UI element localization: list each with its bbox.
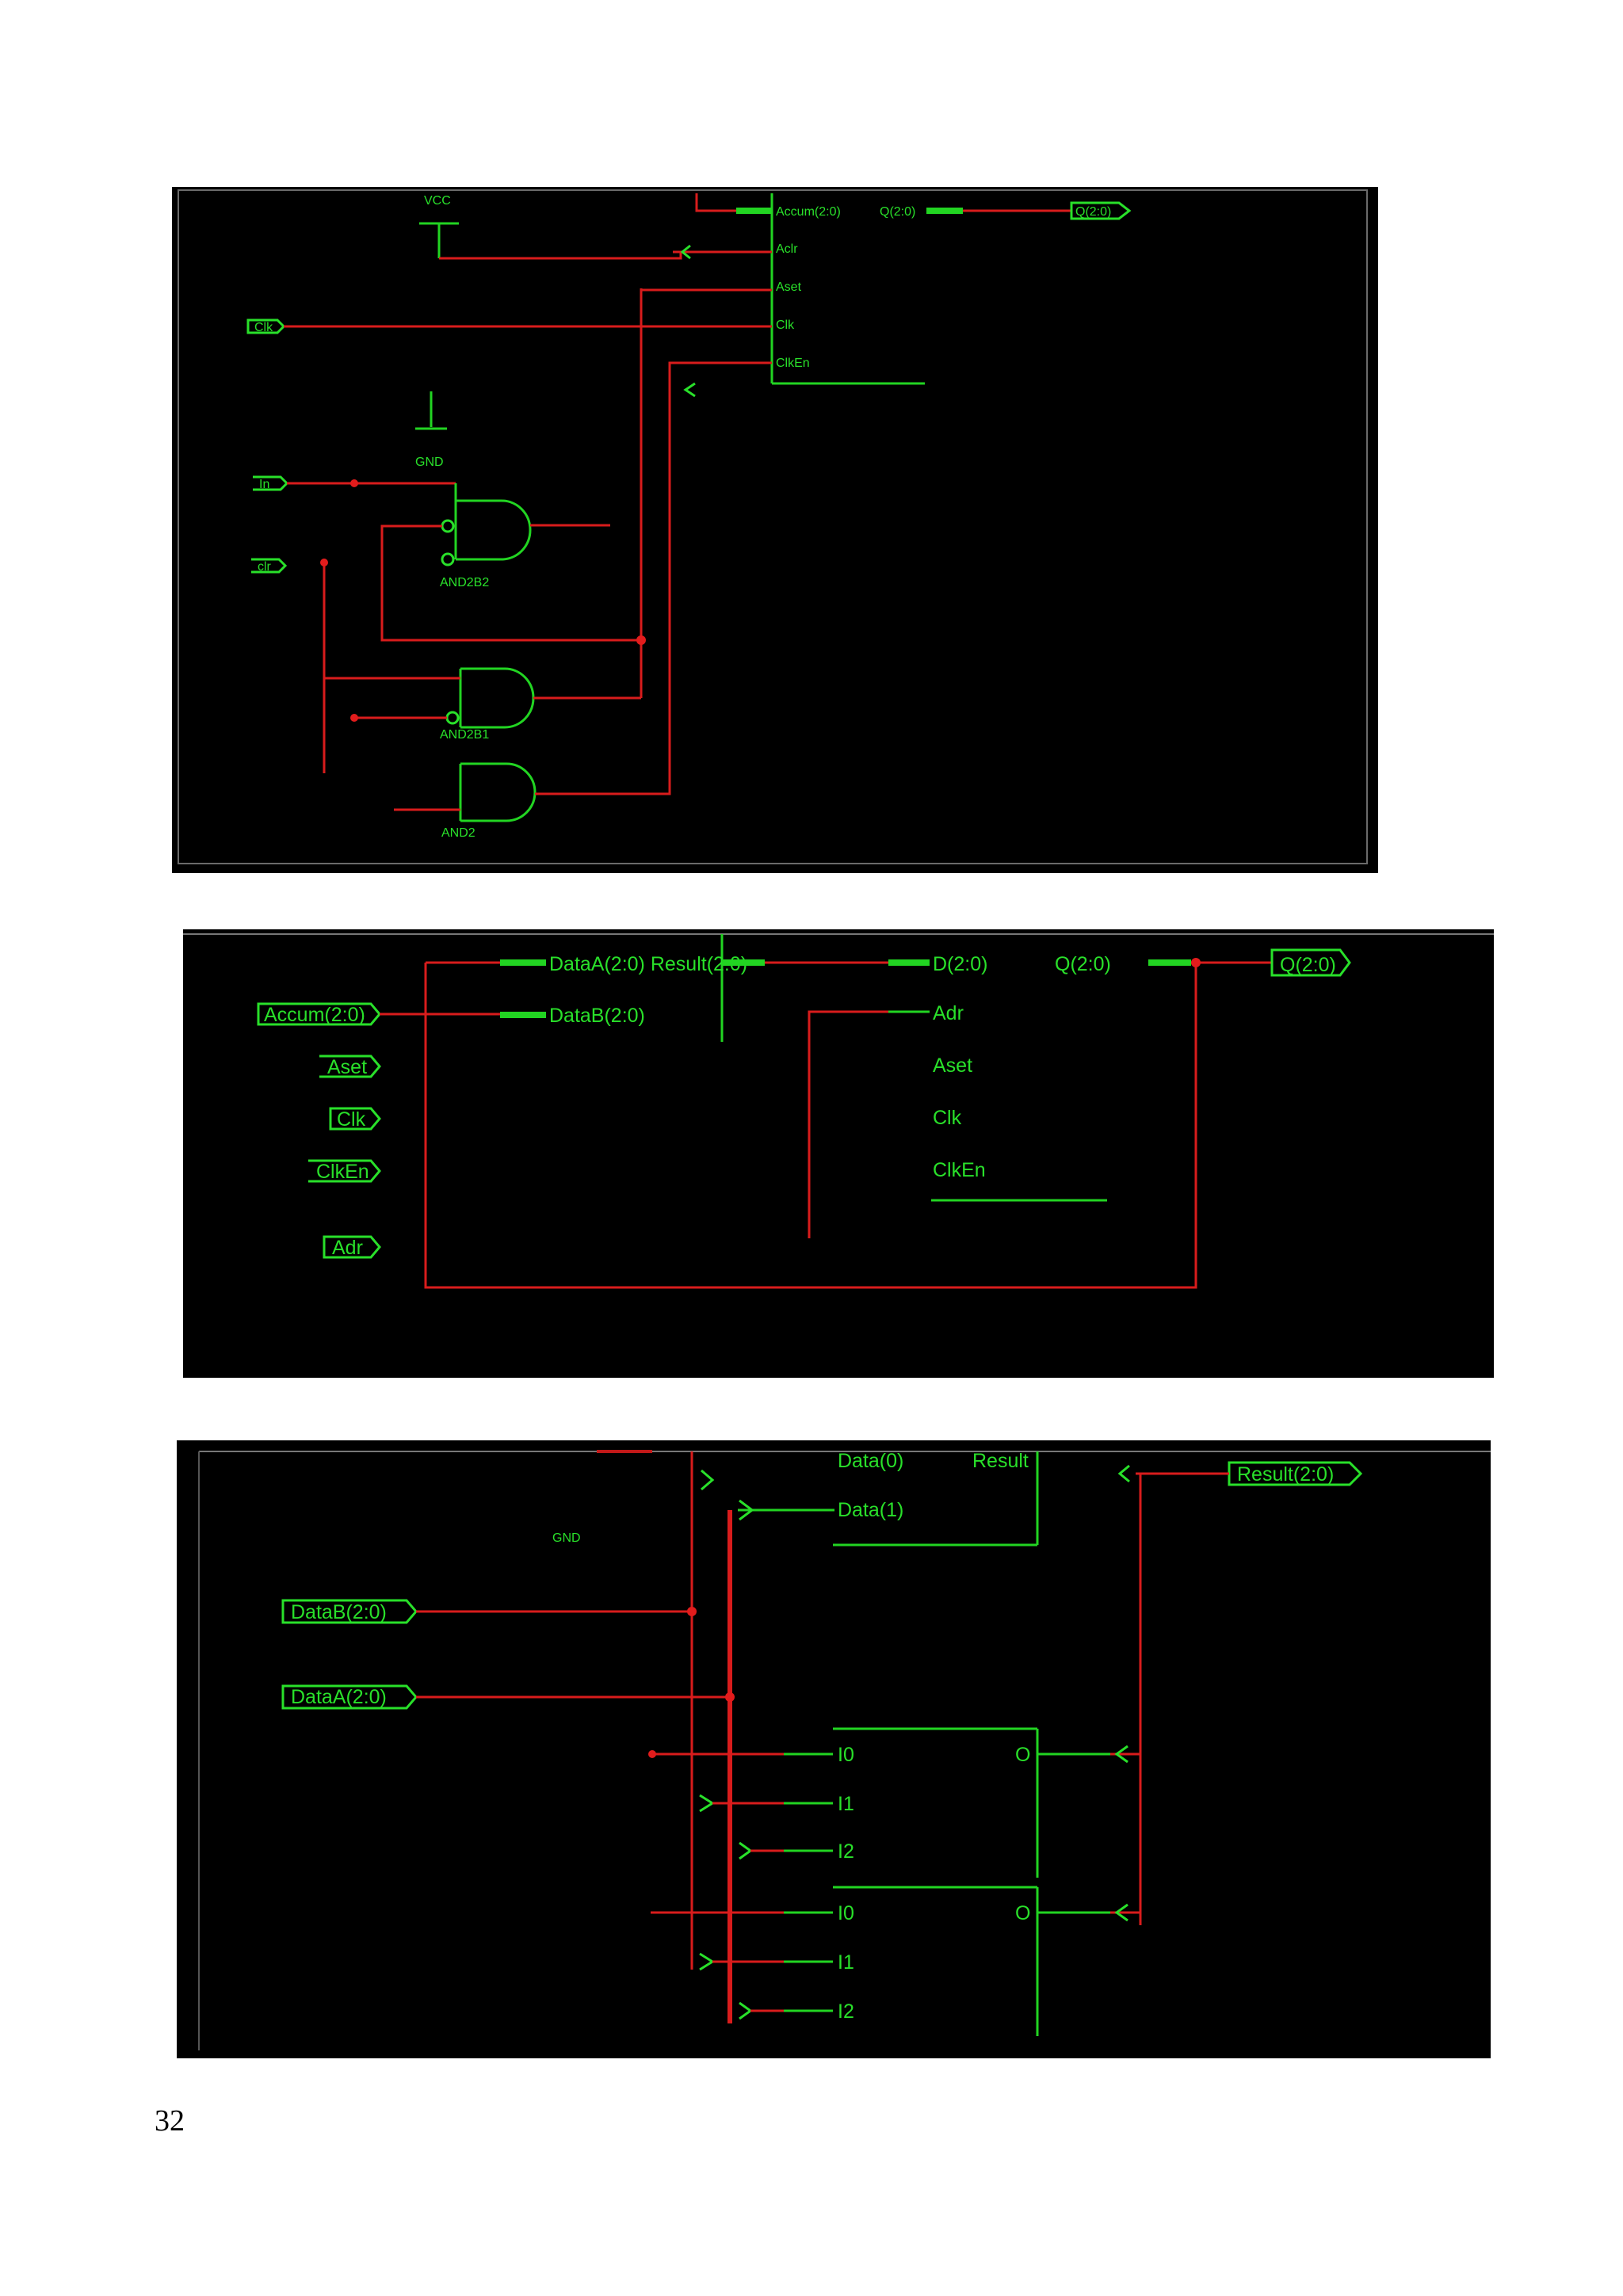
adder-pin-data-a-result: DataA(2:0) Result(2:0) xyxy=(549,953,747,975)
block-pin-data1: Data(1) xyxy=(838,1499,903,1521)
port-clk: Clk xyxy=(254,321,273,334)
reg-pin-aset: Aset xyxy=(933,1055,972,1077)
schematic-panel-1: VCC Accum(2:0) Q(2:0) Q(2:0) Aclr Aset C… xyxy=(172,187,1378,873)
gate-and2b2-label: AND2B2 xyxy=(440,576,489,589)
port-q-out: Q(2:0) xyxy=(1280,954,1336,976)
reg-pin-adr: Adr xyxy=(933,1002,964,1024)
port-accum: Accum(2:0) xyxy=(264,1004,365,1026)
gate-and2b1-label: AND2B1 xyxy=(440,728,489,742)
reg-pin-clken: ClkEn xyxy=(933,1159,986,1181)
adder-pin-data-b: DataB(2:0) xyxy=(549,1005,645,1027)
port-result-out: Result(2:0) xyxy=(1237,1463,1334,1486)
gate-and2-label: AND2 xyxy=(441,826,475,840)
cell1-pin-i2: I2 xyxy=(838,1840,854,1863)
page-number: 32 xyxy=(155,2104,185,2138)
reg-pin-clk: Clk xyxy=(933,1107,962,1129)
pin-clken: ClkEn xyxy=(776,357,810,370)
port-in: In xyxy=(259,478,269,491)
port-adr: Adr xyxy=(332,1237,363,1259)
cell2-pin-o: O xyxy=(1015,1902,1030,1924)
cell2-pin-i0: I0 xyxy=(838,1902,854,1924)
gnd-label: GND xyxy=(415,456,444,469)
pin-aclr: Aclr xyxy=(776,242,798,256)
block-pin-result: Result xyxy=(972,1450,1029,1472)
port-aset: Aset xyxy=(327,1056,367,1078)
pin-aset: Aset xyxy=(776,280,802,294)
port-clk: Clk xyxy=(337,1108,366,1131)
reg-pin-d: D(2:0) xyxy=(933,953,987,975)
block-pin-data0: Data(0) xyxy=(838,1450,903,1472)
port-dataa: DataA(2:0) xyxy=(291,1686,387,1708)
cell2-pin-i2: I2 xyxy=(838,2000,854,2023)
cell2-pin-i1: I1 xyxy=(838,1951,854,1974)
schematic-panel-3: Data(0) Result Data(1) GND DataB(2:0) Da… xyxy=(177,1440,1491,2058)
cell1-pin-o: O xyxy=(1015,1744,1030,1766)
schematic-panel-2: Accum(2:0) Aset Clk ClkEn Adr DataA(2:0)… xyxy=(183,929,1494,1378)
gnd-label: GND xyxy=(552,1531,581,1545)
port-datab: DataB(2:0) xyxy=(291,1601,387,1623)
cell1-pin-i0: I0 xyxy=(838,1744,854,1766)
pin-clk: Clk xyxy=(776,318,795,332)
reg-pin-q: Q(2:0) xyxy=(1055,953,1111,975)
port-clken: ClkEn xyxy=(316,1161,369,1183)
cell1-pin-i1: I1 xyxy=(838,1793,854,1815)
pin-accum: Accum(2:0) xyxy=(776,205,841,219)
pin-q: Q(2:0) xyxy=(880,205,915,219)
port-q-out: Q(2:0) xyxy=(1075,205,1111,219)
vcc-label: VCC xyxy=(424,194,451,208)
port-clr: clr xyxy=(258,560,272,574)
